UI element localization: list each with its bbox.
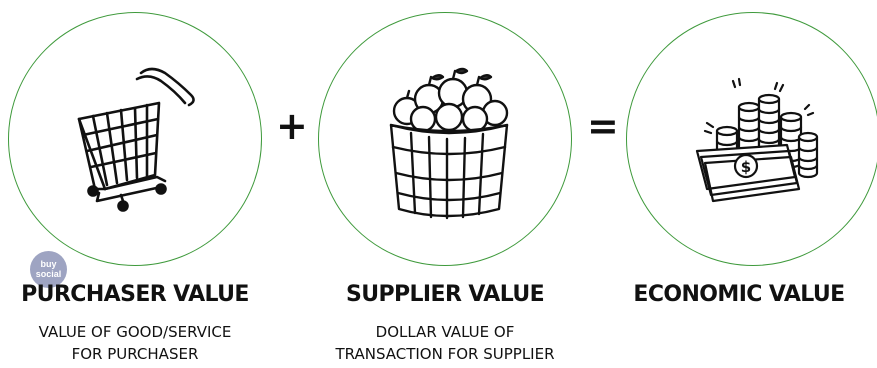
supplier-circle	[318, 12, 572, 266]
money-stack-icon: $	[695, 77, 819, 203]
purchaser-value-title: PURCHASER VALUE	[21, 282, 249, 307]
economic-value-title: ECONOMIC VALUE	[633, 282, 845, 307]
shopping-cart-icon	[77, 67, 195, 212]
apple-basket-icon	[389, 67, 509, 220]
economic-circle: $	[626, 12, 877, 266]
supplier-subtitle-line2: TRANSACTION FOR SUPPLIER	[335, 345, 555, 363]
supplier-value-title: SUPPLIER VALUE	[345, 282, 545, 307]
supplier-value-subtitle: DOLLAR VALUE OF TRANSACTION FOR SUPPLIER	[295, 321, 595, 365]
svg-text:$: $	[741, 158, 751, 176]
supplier-subtitle-line1: DOLLAR VALUE OF	[375, 323, 515, 341]
purchaser-subtitle-line1: VALUE OF GOOD/SERVICE	[38, 323, 232, 341]
purchaser-subtitle-line2: FOR PURCHASER	[71, 345, 199, 363]
equals-operator: =	[587, 104, 619, 148]
purchaser-value-subtitle: VALUE OF GOOD/SERVICE FOR PURCHASER	[0, 321, 285, 365]
plus-operator: +	[276, 104, 308, 148]
